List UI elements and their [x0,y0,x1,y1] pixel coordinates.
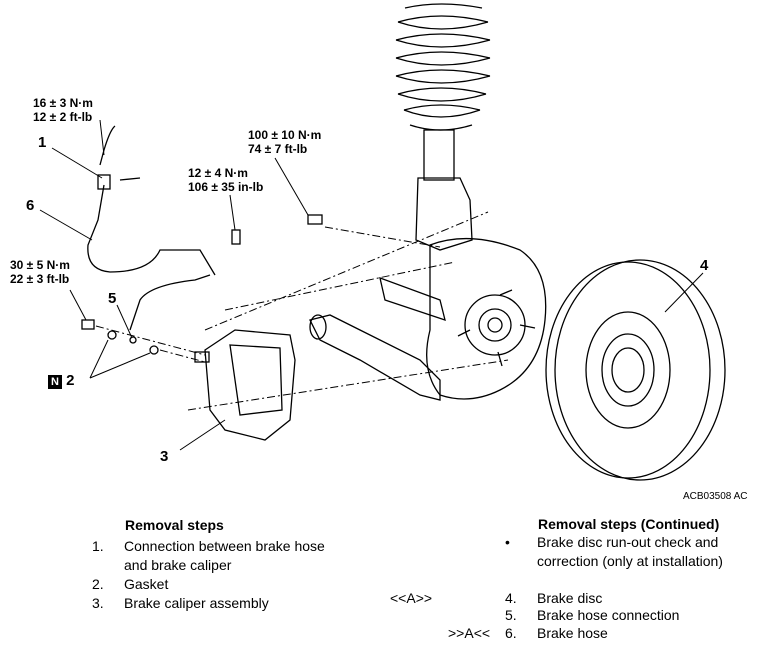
bullet-item: •Brake disc run-out check and [505,534,719,550]
bullet-item-continued: correction (only at installation) [537,553,723,569]
callout-5: 5 [108,290,117,307]
callout-2-number: 2 [66,372,75,389]
left-steps-list: 1.Connection between brake hose and brak… [92,537,325,613]
callout-3: 3 [160,448,169,465]
left-steps-title: Removal steps [125,517,224,533]
torque-label-2: 100 ± 10 N·m 74 ± 7 ft-lb [248,128,321,156]
list-item: 3.Brake caliper assembly [92,595,269,611]
marker-a-removal: <<A>> [390,590,433,606]
brake-assembly-diagram [39,3,726,481]
right-steps-title: Removal steps (Continued) [538,516,720,532]
torque-ft: 22 ± 3 ft-lb [10,272,70,286]
list-item: 1.Connection between brake hose [92,538,325,554]
list-item: 4.Brake disc [505,590,603,606]
torque-in: 106 ± 35 in-lb [188,180,264,194]
list-item: 6.Brake hose [505,625,608,641]
list-item: 5.Brake hose connection [505,607,680,623]
torque-label-4: 30 ± 5 N·m 22 ± 3 ft-lb [10,258,70,286]
callout-2: N 2 [48,372,75,389]
torque-nm: 12 ± 4 N·m [188,166,248,180]
list-item: 2.Gasket [92,576,169,592]
new-part-icon: N [48,375,62,389]
torque-label-1: 16 ± 3 N·m 12 ± 2 ft-lb [33,96,93,124]
drawing-code: ACB03508 AC [683,491,748,502]
list-item-continued: and brake caliper [124,557,232,573]
torque-nm: 16 ± 3 N·m [33,96,93,110]
callout-1: 1 [38,134,47,151]
callout-4: 4 [700,257,709,274]
callout-6: 6 [26,197,35,214]
coil-spring [395,3,491,131]
torque-nm: 30 ± 5 N·m [10,258,70,272]
torque-label-3: 12 ± 4 N·m 106 ± 35 in-lb [188,166,263,194]
torque-nm: 100 ± 10 N·m [248,128,322,142]
torque-ft: 74 ± 7 ft-lb [248,142,308,156]
marker-a-install: >>A<< [448,625,491,641]
torque-ft: 12 ± 2 ft-lb [33,110,93,124]
